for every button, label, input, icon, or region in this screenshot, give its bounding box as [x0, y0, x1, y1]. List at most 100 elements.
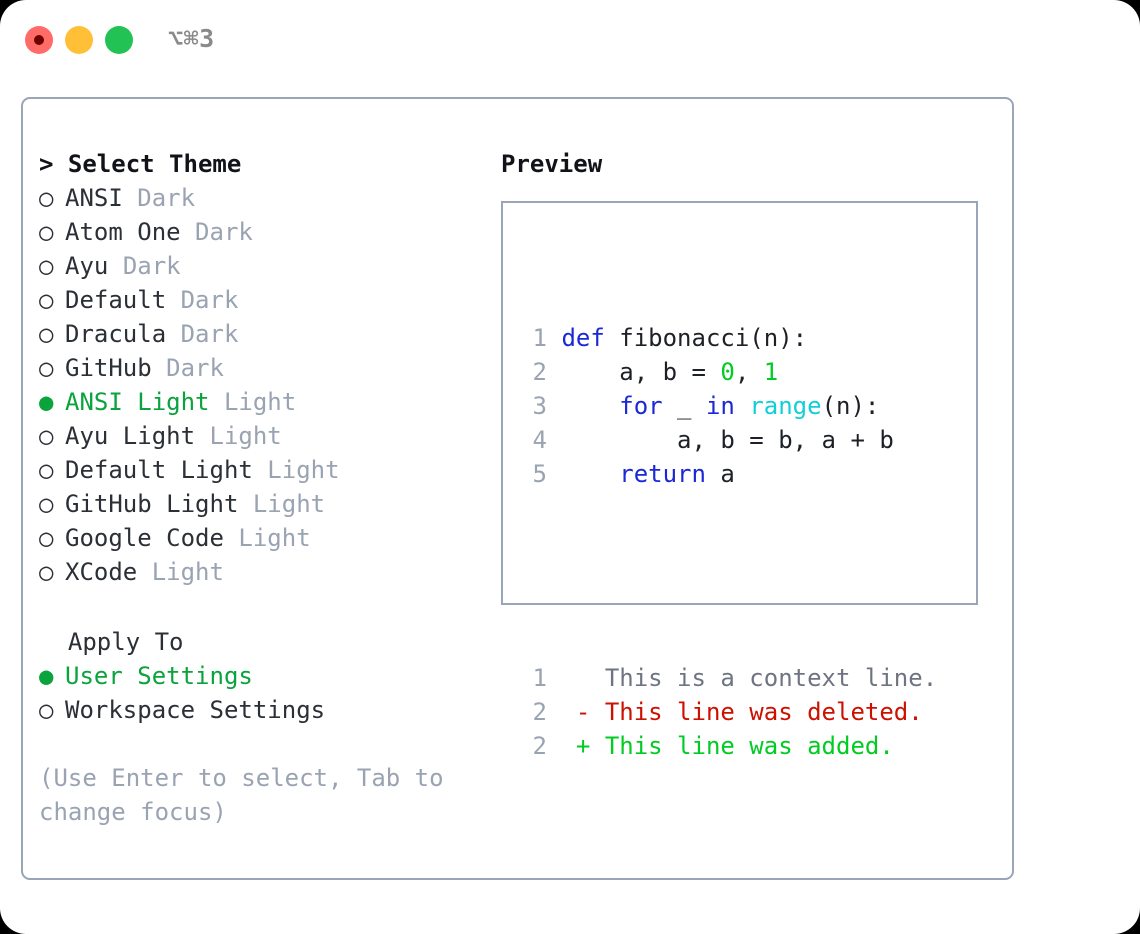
code-token: in	[705, 392, 735, 420]
spacer	[166, 320, 180, 348]
theme-list: ○ANSI Dark○Atom One Dark○Ayu Dark○Defaul…	[39, 181, 479, 589]
theme-list-item[interactable]: ○ Default Dark	[39, 283, 479, 317]
radio-selected-icon[interactable]: ●	[39, 388, 54, 416]
theme-name: GitHub	[65, 354, 152, 382]
radio-unselected-icon[interactable]: ○	[39, 490, 54, 518]
code-token	[561, 460, 619, 488]
code-token: ,	[734, 358, 764, 386]
radio-unselected-icon[interactable]: ○	[39, 286, 54, 314]
theme-list-item[interactable]: ○ANSI Dark	[39, 181, 479, 215]
theme-picker-header: > Select Theme	[39, 150, 242, 178]
diff-text: This is a context line.	[604, 664, 938, 692]
theme-list-item[interactable]: ○ GitHub Dark	[39, 351, 479, 385]
theme-list-item[interactable]: ○GitHub Light Light	[39, 487, 479, 521]
keyboard-hint-text: (Use Enter to select, Tab to change focu…	[39, 764, 444, 826]
radio-unselected-icon[interactable]: ○	[39, 696, 54, 724]
theme-list-item[interactable]: ○Google Code Light	[39, 521, 479, 555]
title-bar: ⌥⌘3	[0, 0, 1140, 78]
theme-variant-label: Light	[238, 524, 311, 552]
theme-list-item[interactable]: ○ XCode Light	[39, 555, 479, 589]
apply-to-option[interactable]: ○Workspace Settings	[39, 693, 479, 727]
radio-unselected-icon[interactable]: ○	[39, 422, 54, 450]
code-line: 5 return a	[521, 457, 937, 491]
gutter-spacer	[547, 732, 576, 760]
code-token: (n):	[821, 392, 880, 420]
theme-list-item[interactable]: ○Atom One Dark	[39, 215, 479, 249]
theme-list-item[interactable]: ○Ayu Dark	[39, 249, 479, 283]
radio-unselected-icon[interactable]: ○	[39, 524, 54, 552]
theme-variant-label: Dark	[137, 184, 196, 212]
theme-name: Default	[65, 286, 167, 314]
radio-unselected-icon[interactable]: ○	[39, 218, 54, 246]
spacer	[238, 490, 252, 518]
code-token: return	[619, 460, 706, 488]
code-token	[561, 392, 619, 420]
apply-to-section: Apply To ●User Settings○Workspace Settin…	[39, 625, 479, 727]
theme-variant-label: Light	[223, 388, 297, 416]
spacer	[210, 388, 224, 416]
line-number: 2	[532, 358, 547, 386]
preview-title: Preview	[501, 150, 603, 178]
apply-to-title: Apply To	[39, 628, 184, 656]
maximize-window-button[interactable]	[105, 26, 133, 54]
theme-name: Ayu	[65, 252, 109, 280]
spacer	[224, 524, 238, 552]
spacer	[152, 354, 166, 382]
gutter-spacer	[547, 664, 576, 692]
theme-list-item[interactable]: ○Ayu Light Light	[39, 419, 479, 453]
spacer	[108, 252, 122, 280]
theme-list-item[interactable]: ○Default Light Light	[39, 453, 479, 487]
diff-line: 2 + This line was added.	[521, 729, 937, 763]
spacer	[137, 558, 151, 586]
radio-unselected-icon[interactable]: ○	[39, 354, 54, 382]
code-token: 0	[720, 358, 735, 386]
code-token: for	[619, 392, 663, 420]
gutter-spacer	[547, 698, 576, 726]
code-token: _	[662, 392, 706, 420]
gutter-spacer	[547, 426, 561, 454]
radio-unselected-icon[interactable]: ○	[39, 456, 54, 484]
theme-list-item[interactable]: ○Dracula Dark	[39, 317, 479, 351]
gutter-spacer	[547, 392, 561, 420]
code-token: range	[749, 392, 822, 420]
radio-unselected-icon[interactable]: ○	[39, 184, 54, 212]
line-number: 2	[532, 698, 547, 726]
preview-pane: Preview 1 def fibonacci(n):2 a, b = 0, 1…	[501, 147, 1001, 760]
apply-to-options: ●User Settings○Workspace Settings	[39, 659, 479, 727]
main-card: > Select Theme ○ANSI Dark○Atom One Dark○…	[21, 97, 1014, 880]
line-number: 2	[532, 732, 547, 760]
radio-unselected-icon[interactable]: ○	[39, 252, 54, 280]
theme-name: Atom One	[65, 218, 181, 246]
theme-variant-label: Light	[151, 558, 224, 586]
radio-unselected-icon[interactable]: ○	[39, 558, 54, 586]
keyboard-shortcut-label: ⌥⌘3	[168, 24, 215, 53]
diff-marker: +	[575, 732, 605, 760]
diff-marker	[576, 664, 605, 692]
code-line: 4 a, b = b, a + b	[521, 423, 937, 457]
line-number: 4	[532, 426, 547, 454]
radio-unselected-icon[interactable]: ○	[39, 320, 54, 348]
diff-text: This line was added.	[604, 732, 894, 760]
line-number: 5	[532, 460, 547, 488]
theme-variant-label: Dark	[180, 286, 239, 314]
theme-list-item[interactable]: ● ANSI Light Light	[39, 385, 479, 419]
apply-to-option[interactable]: ●User Settings	[39, 659, 479, 693]
close-icon	[34, 35, 44, 45]
theme-name: XCode	[65, 558, 138, 586]
theme-name: ANSI Light	[65, 388, 210, 416]
code-token: a, b = b, a + b	[561, 426, 894, 454]
line-number: 1	[532, 324, 547, 352]
minimize-window-button[interactable]	[65, 26, 93, 54]
theme-name: Default Light	[65, 456, 253, 484]
spacer	[253, 456, 267, 484]
spacer	[123, 184, 137, 212]
code-line: 3 for _ in range(n):	[521, 389, 937, 423]
code-line: 2 a, b = 0, 1	[521, 355, 937, 389]
theme-variant-label: Dark	[166, 354, 224, 382]
spacer	[195, 422, 209, 450]
theme-name: Ayu Light	[65, 422, 196, 450]
radio-selected-icon[interactable]: ●	[39, 662, 54, 690]
